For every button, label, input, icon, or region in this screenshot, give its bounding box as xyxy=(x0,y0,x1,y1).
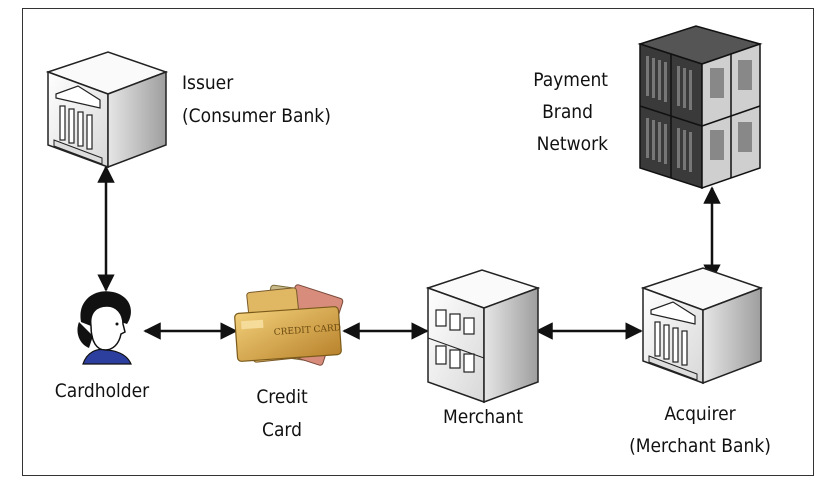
merchant-building-icon xyxy=(425,269,541,404)
payment-network-label-line-3: Network xyxy=(537,133,608,155)
payment-network-label-line-1: Payment xyxy=(533,69,608,91)
issuer-bank-icon xyxy=(45,51,169,169)
credit-card-icon: CREDIT CARD xyxy=(234,284,344,366)
card-face-text: CREDIT CARD xyxy=(274,323,342,338)
cardholder-person-icon xyxy=(77,291,132,365)
merchant-label: Merchant xyxy=(443,406,523,428)
payment-network-label-line-2: Brand xyxy=(542,101,593,123)
acquirer-label-line-2: (Merchant Bank) xyxy=(629,435,771,457)
issuer-label-line-1: Issuer xyxy=(182,72,234,94)
credit-card-label-line-2: Card xyxy=(262,419,302,441)
payment-network-label: Payment Brand Network xyxy=(533,69,608,155)
acquirer-label-line-1: Acquirer xyxy=(664,403,736,425)
connection-arrows xyxy=(97,165,721,340)
payment-network-servers-icon xyxy=(637,25,763,190)
acquirer-label: Acquirer (Merchant Bank) xyxy=(629,403,771,457)
cardholder-label: Cardholder xyxy=(55,380,150,402)
issuer-label: Issuer (Consumer Bank) xyxy=(182,72,331,127)
acquirer-bank-icon xyxy=(640,267,764,385)
issuer-label-line-2: (Consumer Bank) xyxy=(182,105,331,127)
credit-card-label-line-1: Credit xyxy=(256,386,308,408)
credit-card-label: Credit Card xyxy=(256,386,308,441)
